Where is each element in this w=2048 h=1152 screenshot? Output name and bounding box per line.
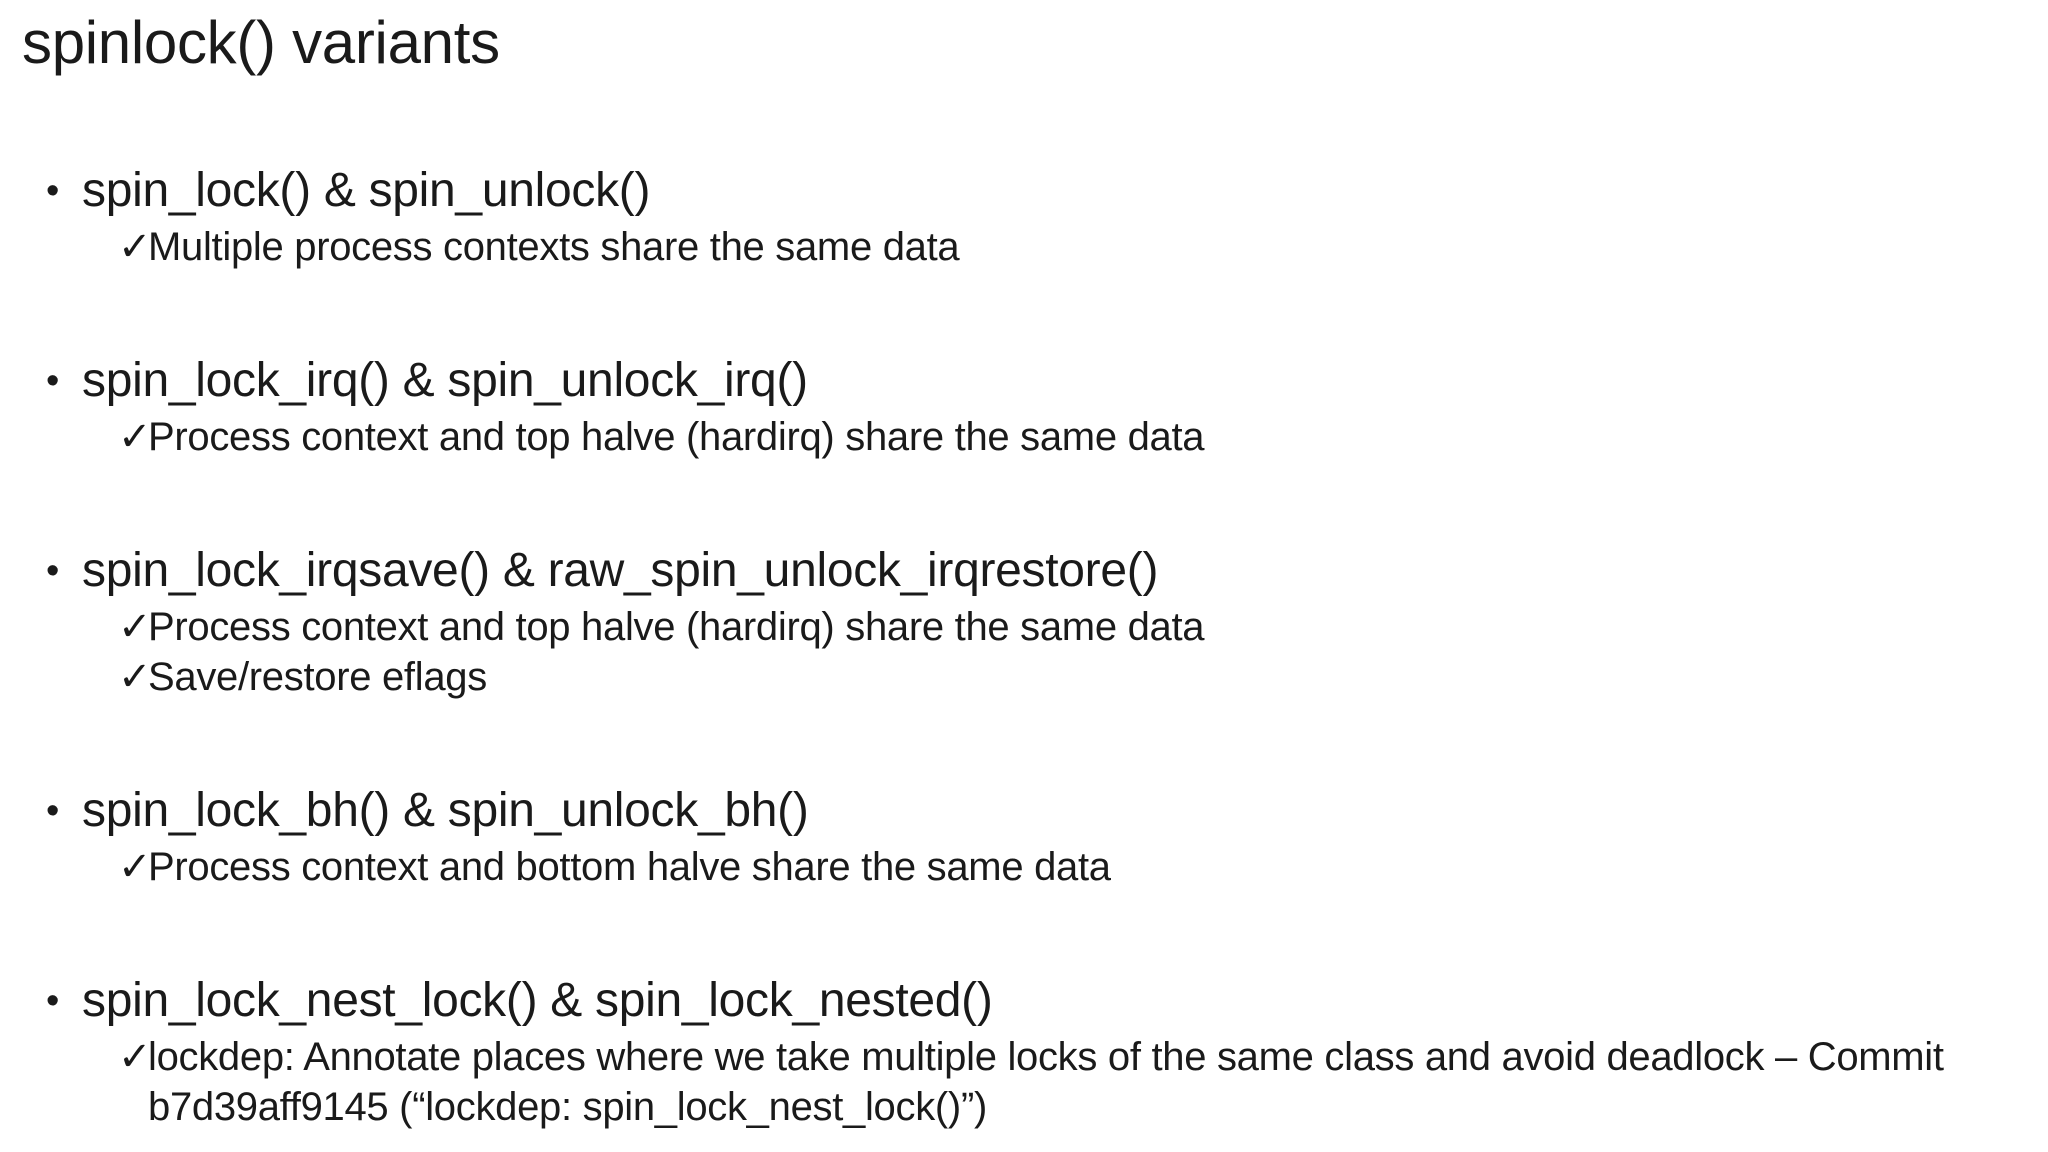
bullet-item: • spin_lock() & spin_unlock() <box>0 160 2048 222</box>
sub-item: ✓ Process context and bottom halve share… <box>0 842 1948 892</box>
sub-item-text: Multiple process contexts share the same… <box>148 225 960 269</box>
bullet-icon: • <box>46 550 60 592</box>
bullet-item: • spin_lock_nest_lock() & spin_lock_nest… <box>0 970 2048 1032</box>
bullet-icon: • <box>46 170 60 212</box>
bullet-heading: spin_lock_irq() & spin_unlock_irq() <box>82 354 808 407</box>
check-icon: ✓ <box>118 655 152 699</box>
bullet-list: • spin_lock() & spin_unlock() ✓ Multiple… <box>0 160 2048 1132</box>
bullet-item: • spin_lock_bh() & spin_unlock_bh() <box>0 780 2048 842</box>
sub-item-text: Process context and top halve (hardirq) … <box>148 605 1205 649</box>
check-icon: ✓ <box>118 225 152 269</box>
sub-item: ✓ Process context and top halve (hardirq… <box>0 602 1948 652</box>
bullet-block: • spin_lock_irqsave() & raw_spin_unlock_… <box>0 540 2048 702</box>
check-icon: ✓ <box>118 415 152 459</box>
bullet-block: • spin_lock_bh() & spin_unlock_bh() ✓ Pr… <box>0 780 2048 892</box>
bullet-item: • spin_lock_irq() & spin_unlock_irq() <box>0 350 2048 412</box>
bullet-block: • spin_lock_irq() & spin_unlock_irq() ✓ … <box>0 350 2048 462</box>
bullet-icon: • <box>46 790 60 832</box>
slide-title: spinlock() variants <box>22 9 500 76</box>
bullet-heading: spin_lock() & spin_unlock() <box>82 164 651 217</box>
bullet-block: • spin_lock_nest_lock() & spin_lock_nest… <box>0 970 2048 1132</box>
sub-item: ✓ lockdep: Annotate places where we take… <box>0 1032 1948 1132</box>
check-icon: ✓ <box>118 1035 152 1079</box>
bullet-heading: spin_lock_bh() & spin_unlock_bh() <box>82 784 809 837</box>
check-icon: ✓ <box>118 845 152 889</box>
bullet-block: • spin_lock() & spin_unlock() ✓ Multiple… <box>0 160 2048 272</box>
sub-item-text: Process context and bottom halve share t… <box>148 845 1111 889</box>
sub-item: ✓ Process context and top halve (hardirq… <box>0 412 1948 462</box>
bullet-item: • spin_lock_irqsave() & raw_spin_unlock_… <box>0 540 2048 602</box>
check-icon: ✓ <box>118 605 152 649</box>
bullet-heading: spin_lock_nest_lock() & spin_lock_nested… <box>82 974 993 1027</box>
sub-item-text: lockdep: Annotate places where we take m… <box>148 1035 1944 1129</box>
sub-item-text: Process context and top halve (hardirq) … <box>148 415 1205 459</box>
sub-item: ✓ Save/restore eflags <box>0 652 1948 702</box>
bullet-icon: • <box>46 980 60 1022</box>
sub-item-text: Save/restore eflags <box>148 655 487 699</box>
sub-item: ✓ Multiple process contexts share the sa… <box>0 222 1948 272</box>
bullet-heading: spin_lock_irqsave() & raw_spin_unlock_ir… <box>82 544 1159 597</box>
bullet-icon: • <box>46 360 60 402</box>
